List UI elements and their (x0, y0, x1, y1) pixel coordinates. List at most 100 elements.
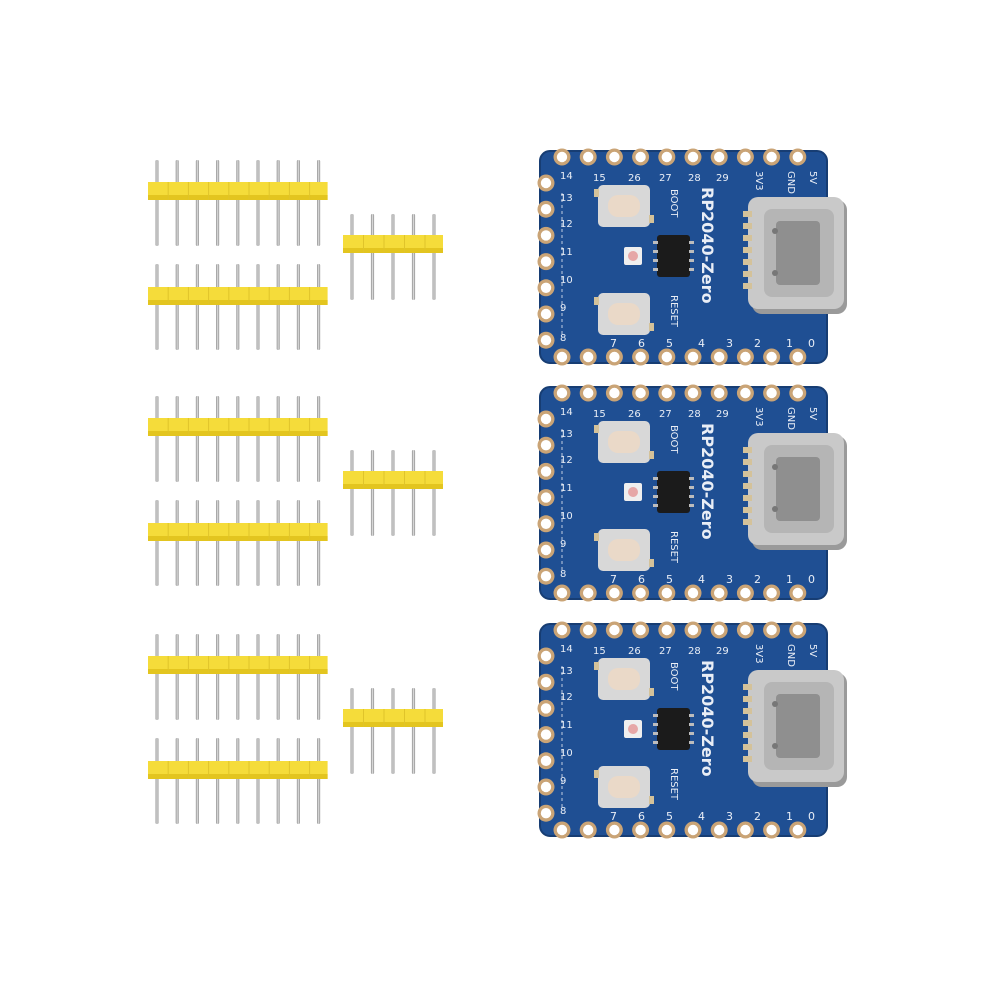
pin-label: 9 (560, 776, 566, 787)
pad-hole (687, 624, 699, 636)
usb-solder-pad (743, 519, 752, 525)
pin-header-strip (148, 264, 328, 350)
header-pin-highlight (277, 500, 279, 586)
pin-label: 6 (638, 337, 645, 350)
pin-label: 7 (610, 337, 617, 350)
reset-button (594, 293, 654, 335)
pin-label: 28 (688, 173, 701, 184)
pad-hole (687, 151, 699, 163)
header-pin-highlight (156, 160, 158, 246)
header-pin-highlight (351, 214, 353, 300)
pad-hole (740, 387, 751, 399)
header-plastic-shadow (148, 774, 328, 779)
pin-label: 26 (628, 173, 641, 184)
header-plastic-shadow (343, 484, 443, 489)
header-pin-highlight (176, 160, 178, 246)
board-name-label: RP2040-Zero (698, 187, 717, 304)
pad-hole (766, 624, 777, 636)
pin-label: 28 (688, 646, 701, 657)
button-pad (594, 662, 599, 670)
pin-label: 3 (726, 810, 733, 823)
pin-headers-group (148, 160, 443, 824)
pin-header-strip (343, 450, 443, 536)
header-plastic-shadow (148, 300, 328, 305)
header-pin-highlight (156, 500, 158, 586)
pin-label: 13 (560, 666, 573, 677)
pad-hole (635, 824, 646, 836)
pad-hole (583, 624, 594, 636)
header-pin-highlight (237, 160, 239, 246)
header-pin-highlight (156, 634, 158, 720)
boot-button (594, 185, 654, 227)
pin-label: 6 (638, 810, 645, 823)
button-pad (594, 297, 599, 305)
chip-lead (653, 477, 658, 480)
usb-solder-pad (743, 259, 752, 265)
pin-header-strip (148, 160, 328, 246)
header-pin-highlight (196, 500, 198, 586)
chip-lead (689, 268, 694, 271)
button-cap (608, 195, 640, 217)
button-cap (608, 776, 640, 798)
header-pin-highlight (176, 264, 178, 350)
pin-header-strip (148, 396, 328, 482)
pad-hole (687, 824, 699, 836)
pin-label: 0 (808, 810, 815, 823)
pin-label: GND (785, 171, 796, 194)
header-pin-highlight (156, 264, 158, 350)
button-cap (608, 539, 640, 561)
usb-rivet (772, 701, 778, 707)
header-pin-highlight (392, 214, 394, 300)
pin-label: 29 (716, 646, 729, 657)
pad-hole (540, 413, 552, 425)
pad-hole (556, 387, 568, 399)
chip-lead (689, 714, 694, 717)
header-pin-highlight (257, 160, 259, 246)
header-pin-highlight (297, 634, 299, 720)
header-pin-highlight (257, 264, 259, 350)
pad-hole (766, 387, 777, 399)
chip-lead (689, 504, 694, 507)
pad-hole (635, 351, 646, 363)
header-pin-highlight (413, 688, 414, 774)
pin-label: 29 (716, 173, 729, 184)
pin-label: 5 (666, 573, 673, 586)
pad-hole (540, 755, 552, 766)
pin-label: 1 (786, 337, 793, 350)
pad-hole (635, 587, 646, 599)
header-pin-highlight (257, 500, 259, 586)
usb-solder-pad (743, 235, 752, 241)
pin-label: 12 (560, 455, 573, 466)
pin-label: 3 (726, 573, 733, 586)
header-pin-highlight (433, 450, 435, 536)
led-die (628, 487, 638, 497)
header-pin-highlight (196, 396, 198, 482)
header-plastic-shadow (148, 195, 328, 200)
boot-button (594, 421, 654, 463)
button-pad (594, 189, 599, 197)
chip-lead (689, 495, 694, 498)
pad-hole (766, 824, 777, 836)
pad-hole (583, 824, 594, 836)
pin-label: 12 (560, 219, 573, 230)
pad-hole (792, 151, 803, 163)
chip-lead (653, 250, 658, 253)
pin-label: 6 (638, 573, 645, 586)
chip-lead (689, 477, 694, 480)
usb-solder-pad (743, 283, 752, 289)
pin-label: 1 (786, 573, 793, 586)
pin-label: 4 (698, 810, 705, 823)
header-pin-highlight (237, 738, 239, 824)
pin-label: 27 (659, 173, 672, 184)
pad-hole (792, 824, 803, 836)
pad-hole (714, 824, 725, 836)
pad-hole (540, 492, 552, 503)
reset-label: RESET (668, 531, 679, 564)
header-pin-highlight (156, 738, 158, 824)
pad-hole (556, 824, 568, 836)
pad-hole (556, 587, 568, 599)
reset-button (594, 766, 654, 808)
